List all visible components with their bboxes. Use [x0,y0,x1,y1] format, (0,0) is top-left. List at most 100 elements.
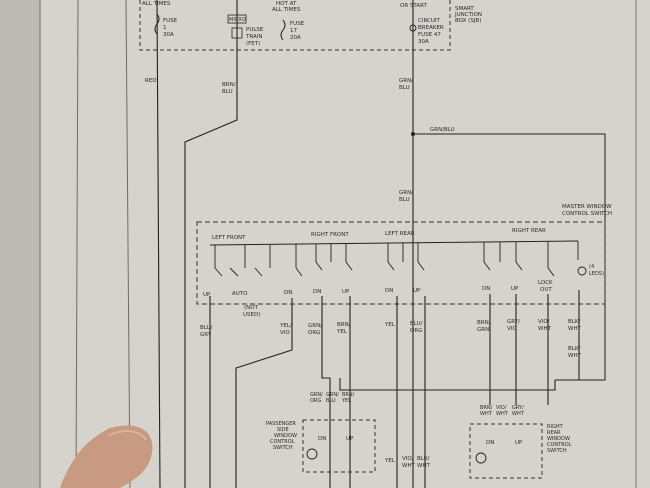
svg-text:BLU: BLU [222,89,233,95]
group-left-front: LEFT FRONT [212,235,246,241]
pulse-train-label: PULSE [246,27,264,33]
label-passenger-grn-org: GRN/ [310,392,323,398]
left-page-edge [0,0,40,488]
svg-text:TRAIN: TRAIN [245,34,262,40]
svg-text:30A: 30A [163,32,174,38]
pos-auto: AUTO [232,291,248,297]
hot-at-all-times-left: ALL TIMES [142,1,171,7]
label-lower-yel: YEL [384,458,396,464]
svg-text:30A: 30A [418,39,429,45]
circuit-breaker-label: CIRCUIT [418,18,440,24]
label-grn-blu-mid: GRN/ [399,190,413,196]
rear-switch-box [469,423,543,479]
pos-up-2: UP [342,289,350,295]
svg-text:(FET): (FET) [246,41,260,47]
label-grn-org: GRN/ [308,323,322,329]
svg-text:20A: 20A [290,35,301,41]
pos-dn-2: DN [313,289,321,295]
rear-led-symbol [475,452,487,464]
led-symbol [577,266,587,276]
switch-contacts [214,241,579,277]
master-switch-label: MASTER WINDOW [562,204,612,210]
pos-dn-1: DN [284,290,292,296]
svg-text:ORG: ORG [308,330,320,336]
svg-text:CONTROL: CONTROL [547,442,572,448]
label-grn-blu-branch: GRN/BLU [430,127,455,133]
label-rear-gry-wht: GRY/ [512,405,524,411]
label-passenger-brn-yel: BRN/ [342,392,355,398]
svg-text:GRN: GRN [477,327,489,333]
wire-brn-blu [184,0,238,488]
svg-text:ORG: ORG [310,398,321,404]
fuse17-label: FUSE [290,21,305,27]
group-right-rear: RIGHT REAR [512,228,546,234]
pos-up-4: UP [511,286,519,292]
master-output-wires [209,290,580,488]
label-vio-wht: VIO/ [538,319,550,325]
master-switch-box [196,221,606,305]
fuse17-symbol [280,19,286,41]
passenger-switch-label: PASSENGER [266,421,296,427]
pos-dn-3: DN [385,288,393,294]
svg-text:WHT: WHT [402,463,416,469]
svg-text:WHT: WHT [417,463,431,469]
passenger-switch-box [302,419,376,473]
svg-text:BREAKER: BREAKER [418,25,444,31]
passenger-pos-up: UP [346,436,354,442]
hot-at-label: HOT AT [276,1,297,7]
svg-text:VIO: VIO [507,326,517,332]
wire-red [156,0,161,488]
svg-text:LEDS): LEDS) [589,271,604,277]
svg-text:REAR: REAR [547,430,561,436]
label-blk-wht-1: BLK/ [568,319,580,325]
svg-text:WHT: WHT [568,326,582,332]
label-lower-blu-wht: BLU/ [417,456,430,462]
svg-text:ORG: ORG [410,328,422,334]
svg-text:WHT: WHT [496,411,509,417]
svg-text:CONTROL: CONTROL [270,439,295,445]
svg-text:WINDOW: WINDOW [274,433,297,439]
svg-text:BLU: BLU [399,85,410,91]
label-yel: YEL [384,322,396,328]
passenger-led-symbol [306,448,318,460]
label-blu-org: BLU/ [410,321,423,327]
label-blu-gry: BLU/ [200,325,213,331]
svg-text:OUT: OUT [540,287,552,293]
rear-switch-label: RIGHT [547,424,564,430]
svg-text:WHT: WHT [512,411,525,417]
label-brn-grn: BRN/ [477,320,491,326]
sjb-dashed-box [139,0,451,51]
sjb-label: SMART [455,6,474,12]
svg-text:FUSE 47: FUSE 47 [418,32,441,38]
pos-up-3: UP [413,288,421,294]
svg-text:WHT: WHT [568,353,582,359]
finger [60,425,153,488]
group-left-rear: LEFT REAR [385,231,415,237]
label-rear-brn-wht: BRN/ [480,405,493,411]
master-bus [209,240,579,246]
svg-text:SWITCH: SWITCH [547,448,567,454]
svg-text:WINDOW: WINDOW [547,436,570,442]
not-used-label: (NOT [244,305,259,311]
label-blk-wht-2: BLK/ [568,346,580,352]
label-lower-vio-wht: VIO/ [402,456,414,462]
label-rear-vio-wht: VIO/ [496,405,507,411]
rear-pos-up: UP [515,440,523,446]
svg-text:YEL: YEL [341,398,351,404]
group-right-front: RIGHT FRONT [311,232,349,238]
pos-lock: LOCK [538,280,553,286]
svg-text:BOX (SJB): BOX (SJB) [455,18,481,24]
svg-text:SWITCH: SWITCH [273,445,293,451]
svg-text:17: 17 [290,28,297,34]
svg-text:SIDE: SIDE [277,427,289,433]
all-times-label: ALL TIMES [272,7,301,13]
label-brn-yel: BRN/ [337,322,351,328]
or-start-label: OR START [400,3,428,9]
pos-up-1: UP [203,292,211,298]
svg-text:CONTROL SWITCH: CONTROL SWITCH [562,211,612,217]
svg-text:WHT: WHT [538,326,552,332]
fuse1-label: FUSE [163,18,178,24]
svg-text:WHT: WHT [480,411,493,417]
leds-label: (4 [589,264,594,270]
